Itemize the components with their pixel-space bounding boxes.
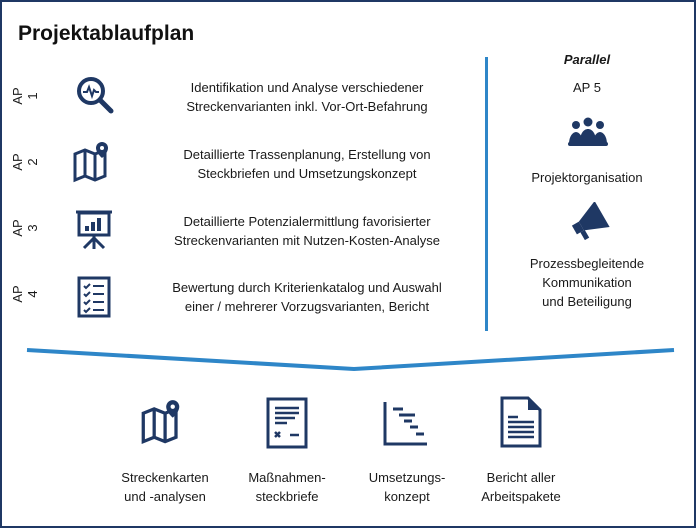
ap1-description: Identifikation und Analyse verschiedener…: [186, 80, 428, 114]
megaphone-icon: [568, 201, 612, 241]
parallel-heading: Parallel: [563, 52, 611, 67]
page-title: Projektablaufplan: [18, 22, 195, 45]
ap4-description: Bewertung durch Kriterienkatalog und Aus…: [172, 280, 442, 314]
report-document-icon: [500, 396, 542, 448]
ap5-label: AP 5: [573, 80, 601, 95]
chevron-divider: [26, 348, 675, 372]
team-group-icon: [566, 116, 610, 150]
form-document-icon: [266, 397, 308, 449]
analysis-magnifier-icon: [74, 74, 118, 118]
presentation-chart-icon: [72, 208, 116, 252]
divider-line: [485, 57, 488, 331]
output-measure-profiles: Maßnahmen-steckbriefe: [248, 470, 326, 504]
map-pin-icon: [72, 140, 116, 184]
output-implementation-concept: Umsetzungs-konzept: [368, 470, 446, 504]
project-organisation-label: Projektorganisation: [531, 170, 643, 185]
gantt-chart-icon: [382, 400, 428, 446]
map-pin-icon: [139, 398, 189, 446]
ap2-description: Detaillierte Trassenplanung, Erstellung …: [183, 147, 431, 181]
checklist-icon: [74, 276, 118, 320]
ap3-description: Detaillierte Potenzialermittlung favoris…: [174, 214, 440, 248]
